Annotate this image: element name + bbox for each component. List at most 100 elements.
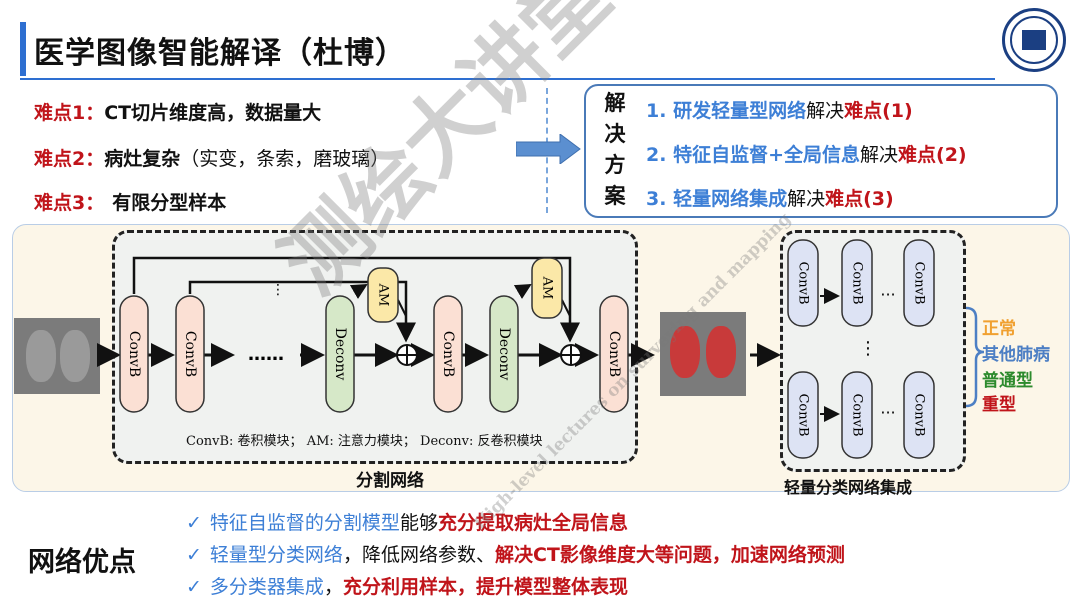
cls-convb-block: [787, 239, 819, 327]
solution-verb: 解决: [806, 100, 845, 122]
check-icon: ✓: [186, 576, 202, 598]
solution-line-1: 1. 研发轻量型网络解决难点(1): [646, 96, 913, 123]
cls-convb-label: ConvB: [850, 393, 865, 436]
solution-box: [584, 84, 1058, 218]
difficulty-label: 难点1：: [34, 102, 105, 124]
difficulty-text: CT切片维度高，数据量大: [104, 102, 322, 124]
check-icon: ✓: [186, 544, 202, 566]
cls-convb-label: ConvB: [796, 393, 811, 436]
difficulty-note: （实变，条索，磨玻璃）: [180, 148, 390, 170]
deconv-label: Deconv: [332, 328, 348, 381]
convb-block: [599, 295, 629, 413]
solution-verb: 解决: [787, 188, 826, 210]
ellipsis-dots: ……: [248, 344, 284, 365]
left-lung-mask: [670, 326, 700, 378]
cls-convb-label: ConvB: [912, 261, 927, 304]
cls-vdots: ⋮: [859, 338, 877, 359]
cls-convb-block: [841, 371, 873, 459]
am-output-line: [561, 299, 571, 317]
am-label: AM: [376, 283, 391, 307]
advantages-title: 网络优点: [28, 547, 136, 578]
difficulty-1: 难点1：CT切片维度高，数据量大: [34, 98, 321, 125]
segmentation-network-label: 分割网络: [356, 471, 424, 491]
solution-num: 3.: [646, 188, 667, 210]
solution-method: 研发轻量型网络: [673, 100, 807, 122]
advantage-highlight: 解决CT影像维度大等问题，加速网络预测: [494, 544, 845, 566]
class-other-lung-disease: 其他肺病: [982, 345, 1050, 365]
right-lung-mask: [706, 326, 736, 378]
input-ct-image: [14, 318, 100, 394]
solution-target: 难点(2): [898, 144, 967, 166]
logo-emblem: [1022, 30, 1046, 50]
solution-vertical-label: 解 决 方 案: [600, 88, 630, 212]
difficulty-label: 难点3：: [34, 192, 105, 214]
class-severe-type: 重型: [982, 395, 1016, 415]
difficulty-2: 难点2：病灶复杂（实变，条索，磨玻璃）: [34, 144, 389, 171]
diagram-legend: ConvB: 卷积模块； AM: 注意力模块； Deconv: 反卷积模块: [186, 434, 543, 449]
deconv-label: Deconv: [496, 328, 512, 381]
title-accent-bar: [20, 22, 26, 76]
right-lung: [60, 330, 90, 382]
am-block: [531, 257, 563, 319]
deconv-block: [489, 295, 519, 413]
advantage-highlight: 充分利用样本，提升模型整体表现: [342, 576, 628, 598]
skip-connection: [132, 256, 580, 343]
solution-line-2: 2. 特征自监督+全局信息解决难点(2): [646, 140, 967, 167]
am-output-line: [397, 299, 407, 317]
cls-convb-block: [903, 371, 935, 459]
cls-convb-block: [903, 239, 935, 327]
solution-target: 难点(3): [825, 188, 894, 210]
cls-hdots: ···: [880, 285, 895, 304]
left-lung: [26, 330, 56, 382]
segmented-ct-image: [660, 312, 746, 396]
logo-ring: [1010, 16, 1058, 64]
check-icon: ✓: [186, 512, 202, 534]
solution-char: 解: [604, 91, 626, 115]
difficulty-text: 有限分型样本: [112, 192, 227, 214]
convb-block: [433, 295, 463, 413]
advantage-item-1: ✓特征自监督的分割模型能够充分提取病灶全局信息: [186, 508, 628, 535]
cls-convb-label: ConvB: [912, 393, 927, 436]
solution-char: 方: [604, 153, 626, 177]
advantage-verb: ，: [323, 576, 343, 598]
am-label: AM: [540, 276, 555, 300]
difficulty-3: 难点3： 有限分型样本: [34, 188, 226, 215]
am-input-arrow: [349, 283, 368, 299]
cls-convb-label: ConvB: [850, 261, 865, 304]
solution-verb: 解决: [860, 144, 899, 166]
solution-method: 特征自监督+全局信息: [673, 144, 860, 166]
cls-convb-block: [841, 239, 873, 327]
convb-label: ConvB: [606, 331, 622, 377]
solution-line-3: 3. 轻量网络集成解决难点(3): [646, 184, 894, 211]
advantage-verb: 能够: [399, 512, 438, 534]
am-input-arrow: [513, 283, 532, 299]
convb-label: ConvB: [182, 331, 198, 377]
advantage-highlight: 充分提取病灶全局信息: [437, 512, 628, 534]
convb-block: [175, 295, 205, 413]
difficulty-label: 难点2：: [34, 148, 105, 170]
solution-method: 轻量网络集成: [673, 188, 788, 210]
right-arrow-icon: [516, 134, 581, 164]
solution-num: 1.: [646, 100, 667, 122]
cls-convb-block: [787, 371, 819, 459]
convb-label: ConvB: [440, 331, 456, 377]
class-normal: 正常: [982, 319, 1016, 339]
page-title: 医学图像智能解译（杜博）: [34, 36, 406, 71]
vertical-dots: ⋮: [271, 282, 285, 298]
solution-target: 难点(1): [844, 100, 913, 122]
advantage-item-3: ✓多分类器集成，充分利用样本，提升模型整体表现: [186, 572, 628, 599]
convb-block: [119, 295, 149, 413]
classification-ensemble-label: 轻量分类网络集成: [784, 478, 913, 497]
class-bracket: [965, 306, 985, 408]
convb-label: ConvB: [126, 331, 142, 377]
solution-char: 决: [604, 122, 626, 146]
advantage-verb: ，降低网络参数、: [342, 544, 495, 566]
class-common-type: 普通型: [982, 371, 1033, 391]
advantage-item-2: ✓ 轻量型分类网络，降低网络参数、解决CT影像维度大等问题，加速网络预测: [186, 540, 845, 567]
university-logo: [1002, 8, 1066, 72]
solution-char: 案: [604, 184, 626, 208]
title-divider: [20, 78, 995, 80]
advantage-plain: 轻量型分类网络: [209, 544, 343, 566]
am-block: [367, 267, 399, 323]
